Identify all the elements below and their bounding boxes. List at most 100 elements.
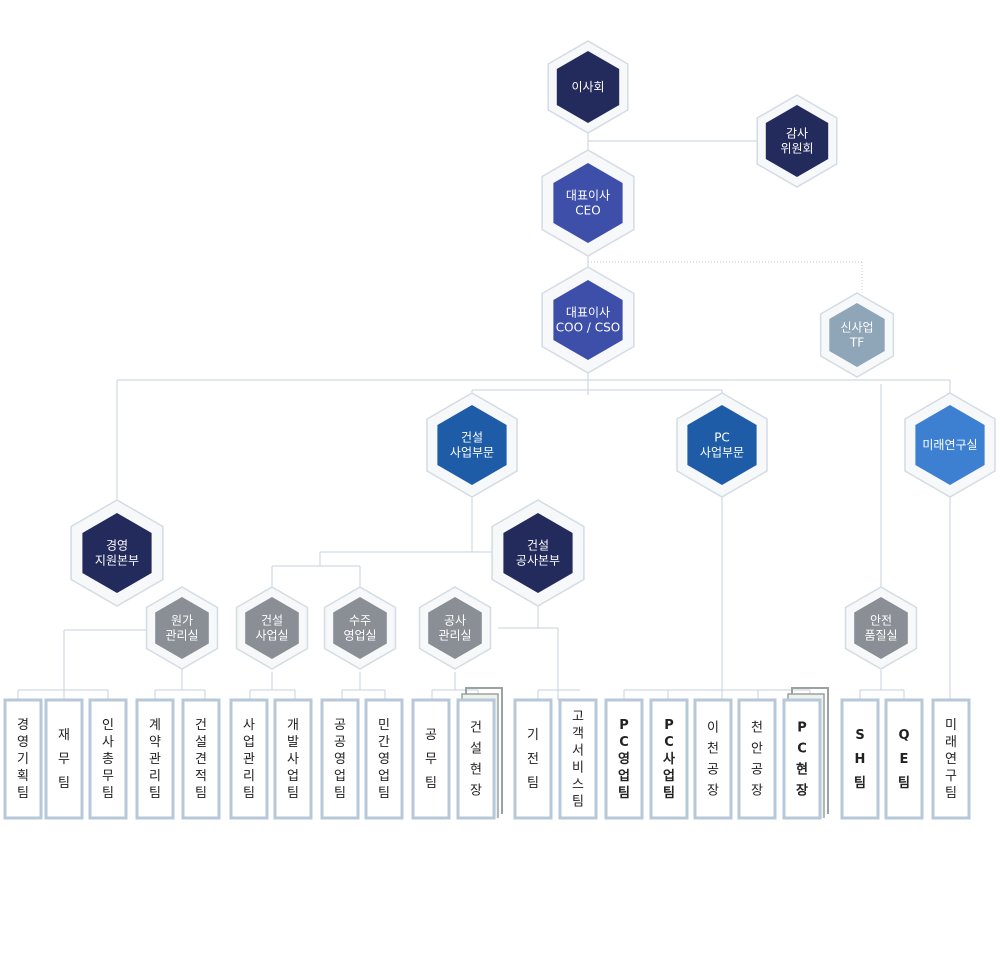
hex-inner-fill	[915, 405, 985, 485]
team-box	[737, 698, 777, 820]
team-box	[411, 698, 451, 820]
node-label: 영업실	[343, 629, 376, 643]
node-label: PC	[714, 431, 730, 445]
node-label: 대표이사	[566, 306, 610, 320]
node-label: 건설	[527, 539, 549, 553]
node-label: 공사	[444, 614, 466, 628]
node-label: 이사회	[571, 80, 604, 94]
node-label: 원가	[171, 614, 193, 628]
node-label: CEO	[575, 204, 600, 218]
team-box	[181, 698, 221, 820]
team-box	[604, 698, 644, 820]
team-box	[649, 698, 689, 820]
team-box	[135, 698, 175, 820]
team-box	[513, 698, 553, 820]
team-box	[558, 698, 598, 820]
team-box	[88, 698, 128, 820]
node-label: 감사	[786, 127, 808, 141]
node-label: 사업실	[255, 629, 288, 643]
hex-inner-fill	[553, 280, 623, 360]
node-label: 사업부문	[700, 446, 744, 460]
hex-inner-fill	[553, 163, 623, 243]
hex-inner-fill	[245, 597, 299, 659]
node-label: 관리실	[165, 629, 198, 643]
node-label: 관리실	[438, 629, 471, 643]
connector-lines	[17, 118, 951, 700]
team-box	[320, 698, 360, 820]
hex-inner-fill	[765, 105, 829, 177]
node-label: 경영	[106, 539, 128, 553]
team-box	[229, 698, 269, 820]
team-box	[693, 698, 733, 820]
node-label: 위원회	[780, 142, 813, 156]
node-label: 수주	[349, 614, 371, 628]
node-label: TF	[849, 336, 864, 350]
node-label: 건설	[261, 614, 283, 628]
team-box	[456, 698, 496, 820]
hex-inner-fill	[854, 597, 908, 659]
team-box	[782, 698, 822, 820]
node-label: 지원본부	[95, 554, 139, 568]
team-box	[364, 698, 404, 820]
team-box	[884, 698, 924, 820]
research-lab-node: 미래연구실	[904, 392, 996, 498]
hex-inner-fill	[503, 513, 573, 593]
hex-inner-fill	[428, 597, 482, 659]
board-node: 이사회	[547, 40, 629, 134]
team-box	[840, 698, 880, 820]
node-label: 공사본부	[516, 554, 560, 568]
team-box	[3, 698, 43, 820]
hex-inner-fill	[556, 51, 620, 123]
node-label: 대표이사	[566, 189, 610, 203]
hex-inner-fill	[687, 405, 757, 485]
node-label: 건설	[461, 431, 483, 445]
node-label: COO / CSO	[556, 321, 620, 335]
hex-inner-fill	[437, 405, 507, 485]
